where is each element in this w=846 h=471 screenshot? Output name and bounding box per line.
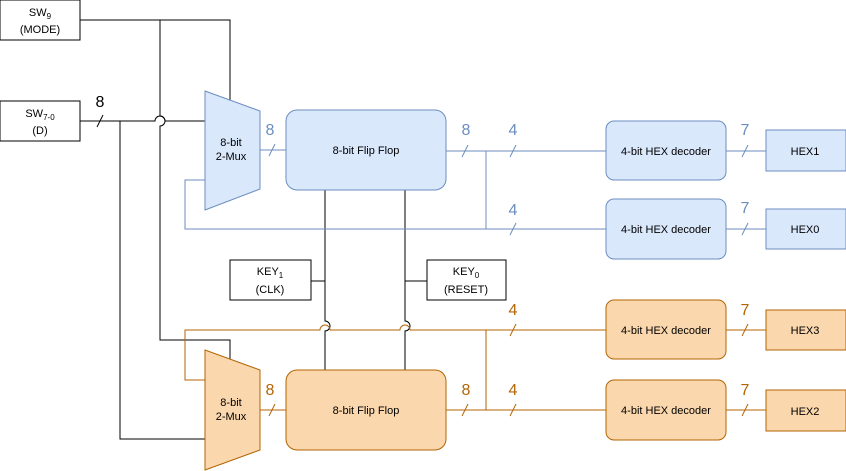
mux-top-label-1: 8-bit xyxy=(220,137,241,149)
sw70-subscript: 7-0 xyxy=(43,113,55,122)
bus-slash xyxy=(509,403,517,417)
key1-desc: (CLK) xyxy=(256,284,285,296)
hex3-label: HEX3 xyxy=(791,325,820,337)
decoder-hex1-label: 4-bit HEX decoder xyxy=(621,146,711,158)
ff-top-bus-width: 8 xyxy=(462,122,471,139)
mux-top: 8-bit 2-Mux xyxy=(204,90,261,211)
bus-slash xyxy=(461,144,469,158)
input-bus-width: 8 xyxy=(96,94,105,111)
hex0-output: HEX0 xyxy=(765,208,846,250)
bus-slash xyxy=(741,144,749,158)
hex1-label: HEX1 xyxy=(791,146,820,158)
decoder-hex0-label: 4-bit HEX decoder xyxy=(621,224,711,236)
sw9-desc: (MODE) xyxy=(20,24,60,36)
bus-slash xyxy=(268,143,276,157)
mux-bottom: 8-bit 2-Mux xyxy=(204,349,261,471)
sw9-to-mux-top-select xyxy=(80,19,231,106)
flipflop-bottom: 8-bit Flip Flop xyxy=(285,369,447,451)
decoder-hex0: 4-bit HEX decoder xyxy=(605,198,727,260)
mux-top-bus-width: 8 xyxy=(266,122,275,139)
ff-bottom-bus-width: 8 xyxy=(462,382,471,399)
decoder-hex2: 4-bit HEX decoder xyxy=(605,379,727,441)
decoder-hex3: 4-bit HEX decoder xyxy=(605,299,727,360)
bus-slash xyxy=(509,144,517,158)
hex0-seg-width: 7 xyxy=(741,200,750,217)
bus-slash xyxy=(509,222,517,236)
mux-bottom-label-2: 2-Mux xyxy=(216,411,247,423)
bus-slash xyxy=(461,403,469,417)
sw9-input: SW9 (MODE) xyxy=(0,0,81,41)
hex2-nibble-width: 4 xyxy=(509,382,518,399)
flipflop-bottom-label: 8-bit Flip Flop xyxy=(333,405,400,417)
sw-data-to-mux-bottom xyxy=(119,121,205,440)
decoder-hex3-label: 4-bit HEX decoder xyxy=(621,325,711,337)
svg-text:SW9: SW9 xyxy=(29,7,52,21)
hex1-output: HEX1 xyxy=(765,129,846,172)
key1-subscript: 1 xyxy=(279,271,284,280)
sw-data-to-mux-top xyxy=(80,115,205,122)
feedback-bottom xyxy=(184,324,486,381)
mux-bottom-label-1: 8-bit xyxy=(220,397,241,409)
hex2-output: HEX2 xyxy=(765,389,846,432)
bus-slash xyxy=(96,114,104,128)
hex3-output: HEX3 xyxy=(765,309,846,351)
sw9-name: SW xyxy=(29,7,47,19)
hex0-label: HEX0 xyxy=(791,224,820,236)
orange-wires xyxy=(184,323,766,417)
ff-to-decoder0 xyxy=(485,151,606,230)
bus-slash xyxy=(741,222,749,236)
bus-width-labels: 8 8 8 4 4 7 7 8 8 4 4 7 7 xyxy=(96,94,750,399)
decoder-hex1: 4-bit HEX decoder xyxy=(605,120,727,181)
decoder-hex2-label: 4-bit HEX decoder xyxy=(621,405,711,417)
bus-slash xyxy=(741,403,749,417)
reset-line xyxy=(404,190,411,370)
mux-bottom-bus-width: 8 xyxy=(266,382,275,399)
feedback-top xyxy=(184,179,486,230)
blue-wires xyxy=(184,143,766,236)
sw70-name: SW xyxy=(25,108,43,120)
hex2-seg-width: 7 xyxy=(741,382,750,399)
ff-to-decoder3 xyxy=(485,329,606,410)
sw9-subscript: 9 xyxy=(47,12,52,21)
hex1-nibble-width: 4 xyxy=(509,122,518,139)
svg-text:KEY0: KEY0 xyxy=(453,266,480,280)
hex1-seg-width: 7 xyxy=(741,122,750,139)
key0-name: KEY xyxy=(453,266,476,278)
hex3-seg-width: 7 xyxy=(741,302,750,319)
hex2-label: HEX2 xyxy=(791,406,820,418)
sw70-desc: (D) xyxy=(32,125,47,137)
flipflop-top: 8-bit Flip Flop xyxy=(285,109,447,191)
key0-desc: (RESET) xyxy=(444,284,488,296)
hex3-nibble-width: 4 xyxy=(509,302,518,319)
svg-text:SW7-0: SW7-0 xyxy=(25,108,55,122)
hex0-nibble-width: 4 xyxy=(509,202,518,219)
key1-input: KEY1 (CLK) xyxy=(229,259,312,301)
mux-top-label-2: 2-Mux xyxy=(216,151,247,163)
control-wires xyxy=(80,19,427,440)
sw70-input: SW7-0 (D) xyxy=(0,100,81,142)
clk-line xyxy=(324,190,331,370)
bus-slash xyxy=(509,323,517,337)
key1-name: KEY xyxy=(257,266,280,278)
flipflop-top-label: 8-bit Flip Flop xyxy=(333,145,400,157)
bus-slash xyxy=(268,403,276,417)
svg-text:KEY1: KEY1 xyxy=(257,266,284,280)
bus-slash xyxy=(741,323,749,337)
key0-subscript: 0 xyxy=(475,271,480,280)
key0-input: KEY0 (RESET) xyxy=(426,259,507,301)
